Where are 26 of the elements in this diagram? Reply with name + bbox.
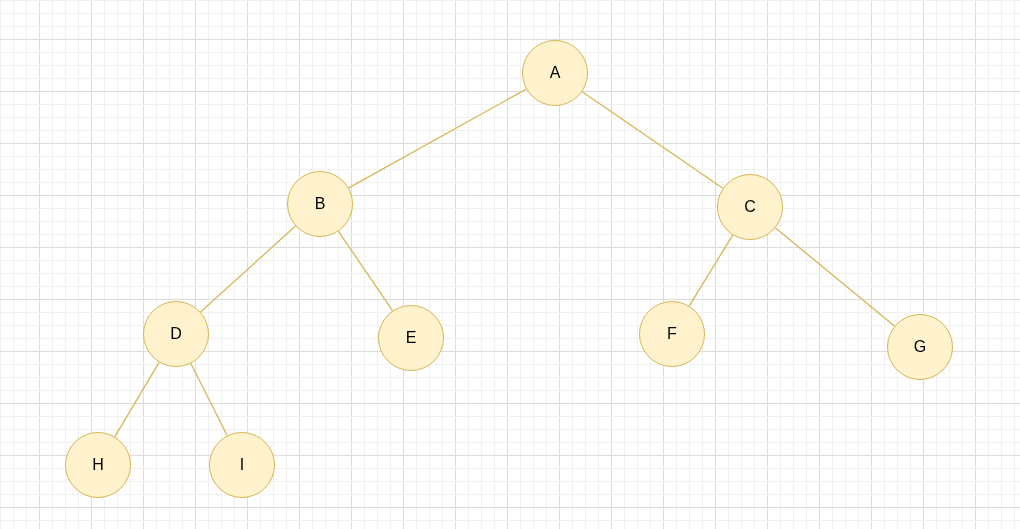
tree-node-circle (522, 40, 588, 106)
tree-node-circle (65, 432, 131, 498)
node-label: G (913, 339, 927, 355)
connector-line (337, 230, 394, 312)
node-label: A (549, 65, 561, 81)
node-label: F (667, 326, 677, 342)
tree-node-circle (717, 174, 783, 240)
tree-node-circle (143, 301, 209, 367)
node-label: B (314, 196, 326, 212)
tree-node-circle (639, 301, 705, 367)
tree-node-circle (887, 314, 953, 380)
connector-line (348, 88, 527, 189)
node-label: I (239, 457, 245, 473)
tree-node-circle (209, 432, 275, 498)
connector-line (190, 362, 228, 437)
connector-line (688, 234, 734, 307)
node-label: E (405, 330, 417, 346)
node-label: H (92, 457, 104, 473)
connector-line (114, 361, 160, 438)
connector-line (774, 227, 896, 327)
connector-line (581, 91, 724, 189)
node-label: D (170, 326, 182, 342)
node-label: C (744, 199, 756, 215)
connector-line (199, 225, 297, 313)
tree-node-circle (287, 171, 353, 237)
tree-node-circle (378, 305, 444, 371)
